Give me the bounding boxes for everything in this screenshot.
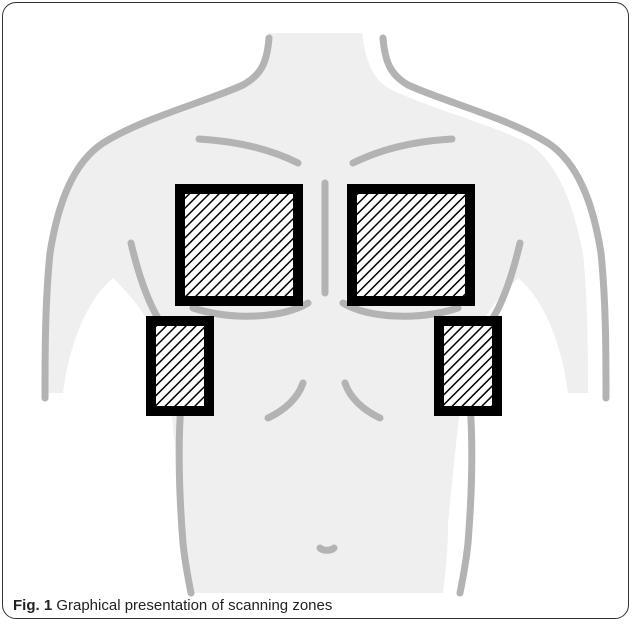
scan-zone-upper-right xyxy=(180,189,298,301)
scan-zone-lower-left xyxy=(439,321,497,411)
torso-silhouette xyxy=(43,33,588,593)
figure-caption-text: Graphical presentation of scanning zones xyxy=(52,597,332,614)
navel-mark xyxy=(320,548,334,550)
figure-caption: Fig. 1 Graphical presentation of scannin… xyxy=(13,597,332,614)
figure-caption-label: Fig. 1 xyxy=(13,597,52,614)
scan-zone-upper-left xyxy=(352,189,470,301)
scan-zone-lower-right xyxy=(151,321,209,411)
torso-diagram xyxy=(3,3,629,619)
neck-right-line xyxy=(383,38,408,85)
right-side-line xyxy=(460,403,472,593)
figure-frame: Fig. 1 Graphical presentation of scannin… xyxy=(2,2,629,619)
